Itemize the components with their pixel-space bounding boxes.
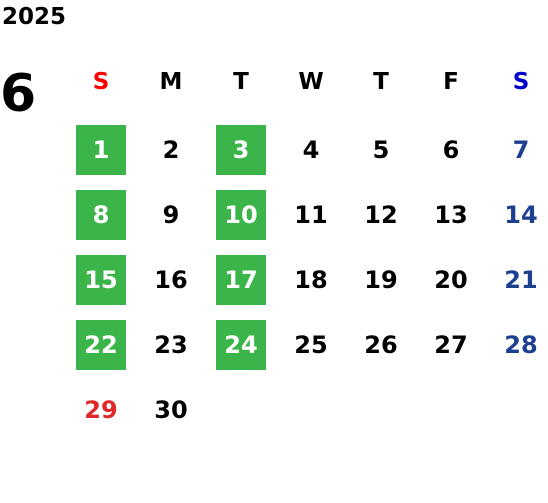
- weekday-monday: M: [159, 69, 183, 95]
- day-cell-23[interactable]: 23: [154, 331, 188, 359]
- day-cell-20[interactable]: 20: [434, 266, 468, 294]
- day-cell-15[interactable]: 15: [76, 255, 126, 305]
- day-cell-4[interactable]: 4: [302, 136, 320, 164]
- day-cell-24[interactable]: 24: [216, 320, 266, 370]
- day-cell-21[interactable]: 21: [504, 266, 538, 294]
- day-cell-25[interactable]: 25: [294, 331, 328, 359]
- day-cell-30[interactable]: 30: [154, 396, 188, 424]
- day-cell-2[interactable]: 2: [162, 136, 180, 164]
- day-cell-3[interactable]: 3: [216, 125, 266, 175]
- weekday-sunday: S: [92, 69, 110, 95]
- day-cell-19[interactable]: 19: [364, 266, 398, 294]
- day-cell-16[interactable]: 16: [154, 266, 188, 294]
- day-cell-1[interactable]: 1: [76, 125, 126, 175]
- day-cell-28[interactable]: 28: [504, 331, 538, 359]
- weekday-tuesday: T: [233, 69, 249, 95]
- day-cell-18[interactable]: 18: [294, 266, 328, 294]
- day-cell-7[interactable]: 7: [512, 136, 530, 164]
- day-cell-22[interactable]: 22: [76, 320, 126, 370]
- day-cell-11[interactable]: 11: [294, 201, 328, 229]
- year-label: 2025: [2, 4, 67, 30]
- day-cell-26[interactable]: 26: [364, 331, 398, 359]
- weekday-thursday: T: [373, 69, 389, 95]
- day-cell-29[interactable]: 29: [84, 396, 118, 424]
- day-cell-17[interactable]: 17: [216, 255, 266, 305]
- day-cell-10[interactable]: 10: [216, 190, 266, 240]
- day-cell-9[interactable]: 9: [162, 201, 180, 229]
- weekday-saturday: S: [512, 69, 530, 95]
- day-cell-6[interactable]: 6: [442, 136, 460, 164]
- month-number: 6: [0, 64, 37, 124]
- day-cell-8[interactable]: 8: [76, 190, 126, 240]
- day-cell-27[interactable]: 27: [434, 331, 468, 359]
- day-cell-14[interactable]: 14: [504, 201, 538, 229]
- weekday-friday: F: [443, 69, 459, 95]
- day-cell-12[interactable]: 12: [364, 201, 398, 229]
- day-cell-13[interactable]: 13: [434, 201, 468, 229]
- day-cell-5[interactable]: 5: [372, 136, 390, 164]
- weekday-wednesday: W: [298, 69, 324, 95]
